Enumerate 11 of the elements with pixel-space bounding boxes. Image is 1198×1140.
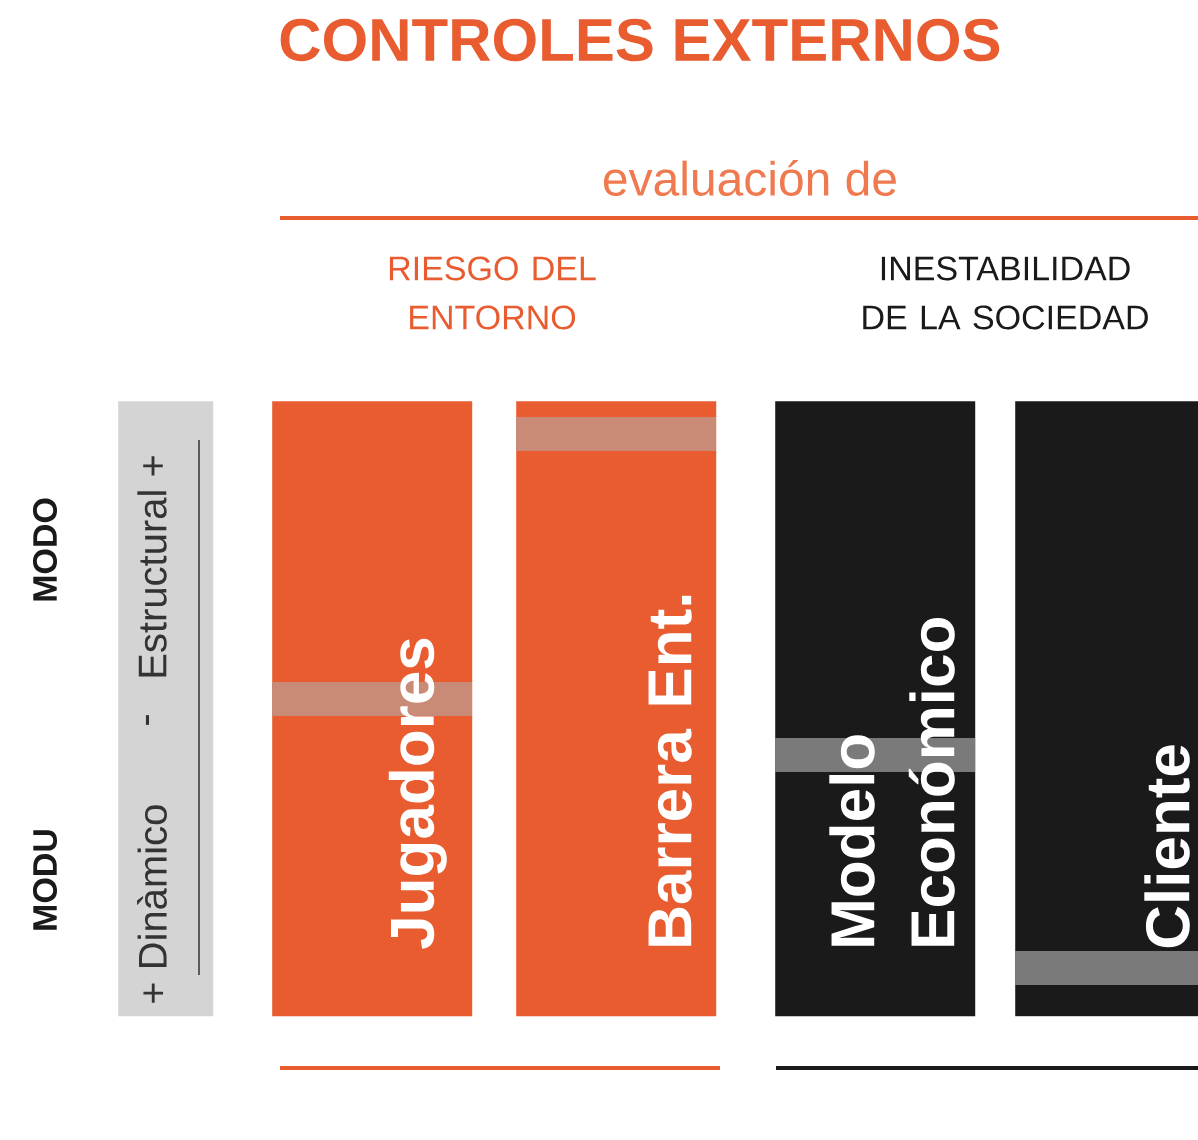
bar: Modelo Económico <box>775 401 976 1017</box>
subtitle: evaluación de <box>603 160 896 196</box>
column-heading: INESTABILIDAD DE LA SOCIEDAD <box>863 256 1148 330</box>
column-heading: RIESGO DEL ENTORNO <box>389 256 596 330</box>
axis-label: MODU <box>32 830 58 930</box>
title: CONTROLES EXTERNOS <box>280 18 1000 62</box>
bar: Barrera Ent. <box>516 401 717 1017</box>
bar: Cliente <box>1015 401 1198 1017</box>
scale-band: + Dinàmico - Estructural + <box>118 401 214 1017</box>
bar: Jugadores <box>272 401 473 1017</box>
axis-label: MODO <box>32 498 58 601</box>
